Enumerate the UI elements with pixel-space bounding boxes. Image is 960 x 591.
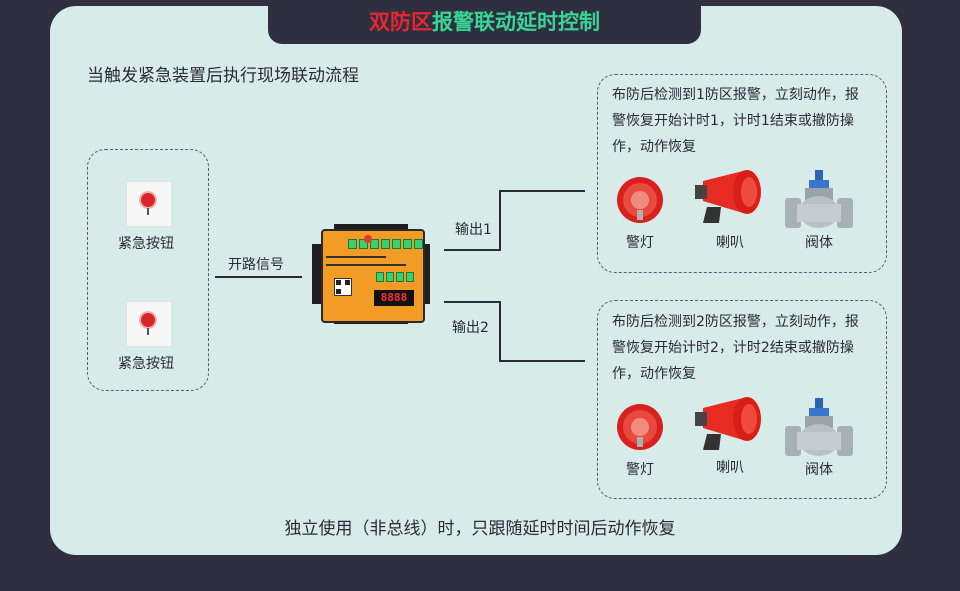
output-1-connector [444,249,500,251]
horn-speaker-icon [693,167,771,229]
title-part-2: 报警联动延时控制 [432,10,600,34]
led-display: 8888 [374,290,414,306]
input-label-2: 紧急按钮 [118,356,174,372]
signal-connector [215,276,302,278]
device-label-1-2: 喇叭 [716,235,744,251]
alarm-bell-icon [613,176,667,228]
output-1-description: 布防后检测到1防区报警，立刻动作，报 警恢复开始计时1，计时1结束或撤防操 作，… [612,87,859,155]
output-1-connector [499,190,585,192]
output-label-1: 输出1 [455,222,492,238]
alarm-controller-module: 8888 [312,224,430,324]
output-2-connector [444,301,500,303]
device-label-2-2: 喇叭 [716,460,744,476]
emergency-button-icon [126,181,172,227]
device-label-1-3: 阀体 [805,235,833,251]
output-label-2: 输出2 [452,320,489,336]
device-label-2-1: 警灯 [626,462,654,478]
emergency-button-icon [126,301,172,347]
output-2-connector [499,360,585,362]
title-part-1: 双防区 [369,10,432,34]
diagram-panel [50,6,902,555]
output-1-connector [499,190,501,251]
qr-code-icon [334,278,352,296]
horn-speaker-icon [693,394,771,456]
output-2-description: 布防后检测到2防区报警，立刻动作，报 警恢复开始计时2，计时2结束或撤防操 作，… [612,314,859,382]
diagram-subtitle: 当触发紧急装置后执行现场联动流程 [87,66,359,86]
output-2-connector [499,301,501,362]
output-group-1-box [597,74,887,273]
input-label-1: 紧急按钮 [118,236,174,252]
signal-label: 开路信号 [228,257,284,273]
valve-icon [783,168,855,236]
device-label-2-3: 阀体 [805,462,833,478]
device-label-1-1: 警灯 [626,235,654,251]
footer-note: 独立使用（非总线）时，只跟随延时时间后动作恢复 [284,519,676,539]
output-group-2-box [597,300,887,499]
alarm-bell-icon [613,403,667,455]
valve-icon [783,396,855,464]
page-title: 双防区报警联动延时控制 [268,0,701,44]
input-group-box [87,149,209,391]
